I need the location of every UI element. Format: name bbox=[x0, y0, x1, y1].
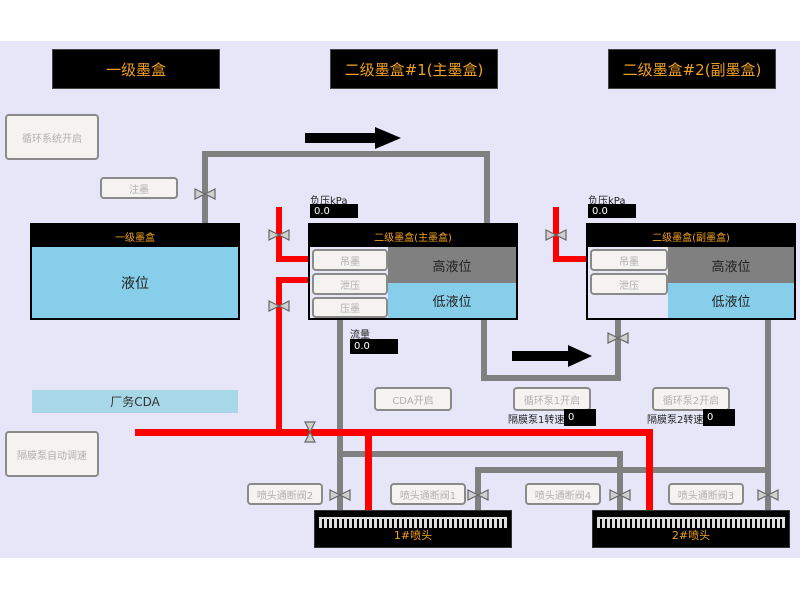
nozzle-valve2-button[interactable]: 喷头通断阀2 bbox=[247, 483, 323, 505]
flow-arrow-icon bbox=[305, 127, 401, 149]
ink-pipe bbox=[484, 151, 490, 224]
nozzle-1-strip bbox=[319, 517, 507, 528]
air-pipe bbox=[135, 429, 653, 436]
main-pressure-label: 负压kPa bbox=[310, 196, 348, 207]
valve-icon[interactable] bbox=[304, 421, 316, 443]
air-pipe bbox=[365, 429, 372, 513]
ink-pipe bbox=[765, 319, 771, 513]
sub-pressure-value: 0.0 bbox=[588, 204, 636, 218]
nozzle-valve4-button[interactable]: 喷头通断阀4 bbox=[525, 483, 601, 505]
nozzle-2-label: 2#喷头 bbox=[671, 529, 711, 542]
main-tank-depressurize-button[interactable]: 泄压 bbox=[312, 273, 388, 295]
diaphragm-pump-auto-speed-button[interactable]: 隔膜泵自动调速 bbox=[5, 431, 99, 477]
ink-pipe bbox=[475, 467, 771, 473]
ink-pipe bbox=[481, 319, 487, 381]
sub-tank-title: 二级墨盒(副墨盒) bbox=[588, 225, 794, 247]
main-secondary-tank: 二级墨盒(主墨盒) 高液位 低液位 吊墨 泄压 压墨 bbox=[308, 223, 518, 320]
secondary-ink-box1-header: 二级墨盒#1(主墨盒) bbox=[330, 49, 498, 89]
valve-icon[interactable] bbox=[194, 188, 216, 200]
nozzle-2: 2#喷头 bbox=[592, 510, 790, 548]
secondary-ink-box2-header: 二级墨盒#2(副墨盒) bbox=[608, 49, 776, 89]
air-pipe bbox=[276, 256, 310, 262]
pump2-speed-value: 0 bbox=[703, 409, 735, 426]
main-tank-title: 二级墨盒(主墨盒) bbox=[310, 225, 516, 247]
ink-pipe bbox=[617, 451, 623, 513]
valve-icon[interactable] bbox=[329, 489, 351, 501]
valve-icon[interactable] bbox=[757, 489, 779, 501]
main-tank-low-level: 低液位 bbox=[388, 283, 516, 318]
valve-icon[interactable] bbox=[609, 489, 631, 501]
ink-pipe bbox=[202, 151, 208, 224]
sub-tank-suction-button[interactable]: 吊墨 bbox=[590, 249, 668, 271]
main-tank-suction-button[interactable]: 吊墨 bbox=[312, 249, 388, 271]
main-flow-value: 0.0 bbox=[350, 339, 398, 354]
air-pipe bbox=[553, 256, 587, 262]
plant-cda-label: 厂务CDA bbox=[32, 390, 238, 413]
valve-icon[interactable] bbox=[268, 229, 290, 241]
sub-tank-high-level: 高液位 bbox=[668, 247, 794, 283]
valve-icon[interactable] bbox=[268, 300, 290, 312]
air-pipe bbox=[276, 277, 310, 283]
ink-pipe bbox=[337, 319, 343, 513]
valve-icon[interactable] bbox=[607, 332, 629, 344]
primary-ink-tank: 一级墨盒 液位 bbox=[30, 223, 240, 320]
sub-tank-depressurize-button[interactable]: 泄压 bbox=[590, 273, 668, 295]
sub-secondary-tank: 二级墨盒(副墨盒) 高液位 低液位 吊墨 泄压 bbox=[586, 223, 796, 320]
pump1-speed-label: 隔膜泵1转速 bbox=[508, 415, 565, 426]
nozzle-valve3-button[interactable]: 喷头通断阀3 bbox=[668, 483, 744, 505]
ink-pipe bbox=[475, 467, 481, 513]
nozzle-2-strip bbox=[597, 517, 785, 528]
main-pressure-value: 0.0 bbox=[310, 204, 358, 218]
valve-icon[interactable] bbox=[467, 489, 489, 501]
main-flow-label: 流量 bbox=[350, 330, 370, 341]
fill-ink-button[interactable]: 注墨 bbox=[100, 177, 178, 199]
nozzle-1: 1#喷头 bbox=[314, 510, 512, 548]
primary-tank-level: 液位 bbox=[32, 247, 238, 318]
valve-icon[interactable] bbox=[545, 229, 567, 241]
sub-tank-low-level: 低液位 bbox=[668, 283, 794, 318]
circ-pump2-toggle-button[interactable]: 循环泵2开启 bbox=[652, 387, 730, 411]
circ-pump1-toggle-button[interactable]: 循环泵1开启 bbox=[513, 387, 591, 411]
cda-toggle-button[interactable]: CDA开启 bbox=[374, 387, 452, 411]
air-pipe bbox=[276, 277, 282, 433]
primary-ink-box-header: 一级墨盒 bbox=[52, 49, 220, 89]
flow-arrow-icon bbox=[512, 345, 592, 367]
ink-pipe bbox=[202, 151, 490, 157]
pump2-speed-label: 隔膜泵2转速 bbox=[647, 415, 704, 426]
main-tank-press-ink-button[interactable]: 压墨 bbox=[312, 297, 388, 318]
air-pipe bbox=[646, 429, 653, 513]
ink-pipe bbox=[481, 375, 621, 381]
sub-pressure-label: 负压kPa bbox=[588, 196, 626, 207]
process-canvas: 一级墨盒 二级墨盒#1(主墨盒) 二级墨盒#2(副墨盒) 循环系统开启 注墨 隔… bbox=[0, 41, 800, 558]
primary-tank-title: 一级墨盒 bbox=[32, 225, 238, 247]
nozzle-valve1-button[interactable]: 喷头通断阀1 bbox=[390, 483, 466, 505]
ink-pipe bbox=[337, 451, 623, 457]
ink-pipe bbox=[615, 319, 621, 381]
nozzle-1-label: 1#喷头 bbox=[393, 529, 433, 542]
circulation-system-toggle-button[interactable]: 循环系统开启 bbox=[5, 114, 99, 160]
main-tank-high-level: 高液位 bbox=[388, 247, 516, 283]
pump1-speed-value: 0 bbox=[564, 409, 596, 426]
